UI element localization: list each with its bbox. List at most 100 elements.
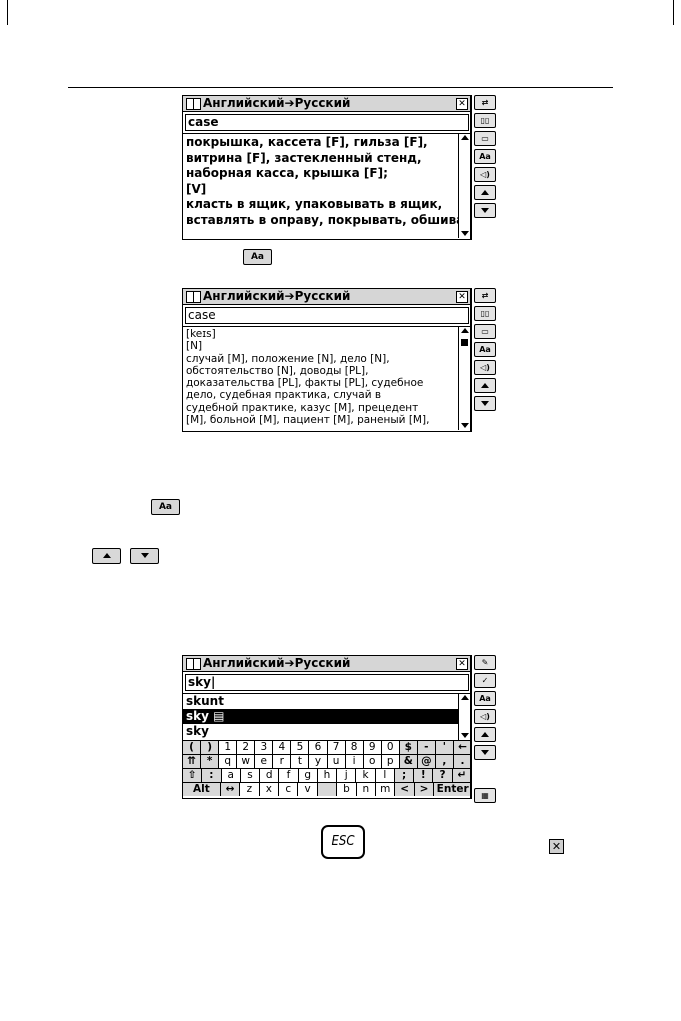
book-button[interactable]: ▯▯ (474, 306, 496, 321)
key[interactable]: a (222, 769, 241, 782)
dictionary-switch-button[interactable]: ⇄ (474, 288, 496, 303)
key[interactable]: ; (394, 769, 415, 782)
key[interactable]: 3 (255, 741, 274, 754)
key[interactable]: n (357, 783, 377, 796)
close-icon[interactable]: ✕ (456, 98, 468, 110)
speaker-icon[interactable]: ◁) (474, 709, 496, 724)
key[interactable]: 0 (382, 741, 400, 754)
key[interactable]: l (376, 769, 395, 782)
key[interactable]: * (201, 755, 220, 768)
key[interactable] (317, 783, 338, 796)
dictionary-switch-button[interactable]: ⇄ (474, 95, 496, 110)
scroll-up-icon[interactable] (461, 695, 469, 700)
key[interactable]: ⇈ (183, 755, 202, 768)
page-up-button[interactable] (474, 727, 496, 742)
scroll-down-icon[interactable] (461, 231, 469, 236)
book-button[interactable]: ▯▯ (474, 113, 496, 128)
key[interactable]: i (346, 755, 364, 768)
scroll-up-icon[interactable] (461, 135, 469, 140)
key[interactable]: u (328, 755, 346, 768)
key[interactable]: Enter (434, 783, 472, 796)
key[interactable]: ! (414, 769, 434, 782)
page-up-button[interactable] (474, 185, 496, 200)
font-size-button[interactable]: Aa (474, 691, 496, 706)
key[interactable]: ( (183, 741, 202, 754)
key[interactable]: f (279, 769, 299, 782)
scrollbar[interactable] (458, 694, 471, 740)
key[interactable]: < (395, 783, 415, 796)
key[interactable]: ⇧ (183, 769, 203, 782)
key[interactable]: y (309, 755, 328, 768)
key[interactable]: $ (399, 741, 418, 754)
key[interactable]: m (376, 783, 396, 796)
font-size-button[interactable]: Aa (474, 342, 496, 357)
list-item[interactable]: sky (186, 724, 209, 738)
key[interactable]: 4 (273, 741, 292, 754)
pen-button[interactable]: ✎ (474, 655, 496, 670)
search-input[interactable]: case (185, 307, 469, 324)
spellcheck-button[interactable]: ✓ (474, 673, 496, 688)
key[interactable]: & (399, 755, 418, 768)
key[interactable]: z (240, 783, 260, 796)
list-item-selected[interactable]: sky ▤ (183, 709, 471, 724)
key[interactable]: @ (417, 755, 436, 768)
key[interactable]: r (273, 755, 292, 768)
key[interactable]: . (453, 755, 471, 768)
key[interactable]: 7 (328, 741, 346, 754)
page-up-button[interactable] (474, 378, 496, 393)
key[interactable]: 5 (291, 741, 310, 754)
key[interactable]: j (337, 769, 357, 782)
key[interactable]: g (299, 769, 318, 782)
key[interactable]: 8 (346, 741, 364, 754)
key[interactable]: > (414, 783, 435, 796)
page-down-button[interactable] (474, 745, 496, 760)
key[interactable]: 2 (237, 741, 256, 754)
key[interactable]: ← (453, 741, 471, 754)
speaker-icon[interactable]: ◁) (474, 167, 496, 182)
key[interactable]: ↔ (220, 783, 241, 796)
font-size-button[interactable]: Aa (474, 149, 496, 164)
key[interactable]: b (337, 783, 357, 796)
key[interactable]: s (241, 769, 261, 782)
key[interactable]: e (255, 755, 274, 768)
key[interactable]: c (279, 783, 299, 796)
scroll-up-icon[interactable] (461, 328, 469, 333)
folder-button[interactable]: ▭ (474, 324, 496, 339)
page-down-button[interactable] (474, 203, 496, 218)
scrollbar[interactable] (458, 134, 471, 238)
folder-button[interactable]: ▭ (474, 131, 496, 146)
key[interactable]: w (237, 755, 256, 768)
key[interactable]: ↵ (452, 769, 471, 782)
close-icon[interactable]: ✕ (456, 658, 468, 670)
scrollbar[interactable] (458, 327, 471, 430)
close-icon[interactable]: ✕ (456, 291, 468, 303)
key[interactable]: 6 (309, 741, 328, 754)
key[interactable]: x (260, 783, 280, 796)
key[interactable]: ) (201, 741, 220, 754)
key[interactable]: t (291, 755, 310, 768)
key[interactable]: , (435, 755, 454, 768)
key[interactable]: Alt (183, 783, 221, 796)
key[interactable]: ' (435, 741, 454, 754)
key[interactable]: ? (433, 769, 453, 782)
page-down-button[interactable] (474, 396, 496, 411)
search-input[interactable]: case (185, 114, 469, 131)
list-item[interactable]: skunt (186, 694, 224, 708)
key[interactable]: q (219, 755, 238, 768)
key[interactable]: v (298, 783, 318, 796)
keyboard-button[interactable]: ▦ (474, 788, 496, 803)
scroll-down-icon[interactable] (461, 733, 469, 738)
key[interactable]: - (417, 741, 436, 754)
scroll-thumb[interactable] (461, 339, 468, 346)
key[interactable]: p (382, 755, 400, 768)
key[interactable]: 9 (364, 741, 382, 754)
search-input[interactable]: sky| (185, 674, 469, 691)
speaker-icon[interactable]: ◁) (474, 360, 496, 375)
scroll-down-icon[interactable] (461, 423, 469, 428)
key[interactable]: k (356, 769, 376, 782)
key[interactable]: 1 (219, 741, 238, 754)
key[interactable]: d (260, 769, 280, 782)
key[interactable]: o (364, 755, 382, 768)
key[interactable]: : (202, 769, 222, 782)
key[interactable]: h (318, 769, 338, 782)
